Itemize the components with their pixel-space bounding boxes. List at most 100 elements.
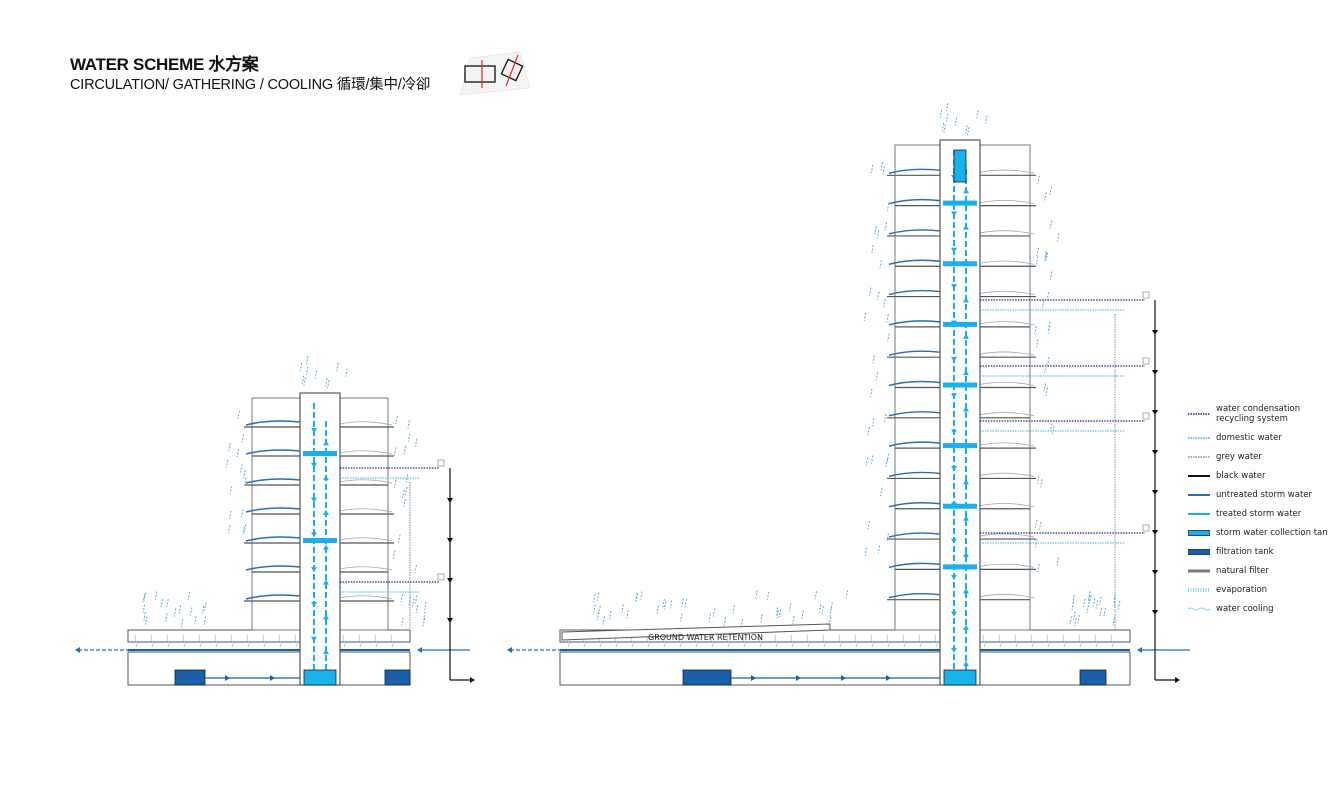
rain-drop (422, 617, 426, 627)
legend-item: water condensation recycling system (1188, 400, 1333, 428)
water-cooling-wave (1078, 634, 1082, 648)
rain-drop (877, 291, 880, 300)
flow-arrow (963, 188, 969, 194)
rain-drop (1045, 387, 1048, 396)
legend-item: black water (1188, 466, 1333, 485)
rain-drop (941, 122, 945, 131)
rain-drop (1034, 519, 1038, 528)
rain-drop (1041, 300, 1045, 309)
rain-drop (143, 612, 146, 621)
rain-drop (165, 613, 168, 622)
flow-arrow (951, 247, 957, 253)
flow-arrow (323, 510, 329, 515)
rain-drop (801, 610, 804, 619)
rain-drop (864, 547, 868, 556)
rain-drop (821, 605, 824, 615)
flow-arrow (311, 497, 317, 503)
rain-drop (712, 608, 716, 617)
rain-drop (142, 604, 146, 613)
floor-water-tank (943, 200, 977, 206)
water-cooling-wave (678, 634, 682, 648)
rain-drop (874, 226, 877, 235)
rain-drop (766, 591, 770, 600)
rain-drop (1037, 175, 1040, 184)
water-cooling-wave (150, 634, 154, 648)
floor-curve (979, 442, 1035, 447)
rain-drop (1069, 616, 1072, 625)
rain-drop (405, 486, 408, 496)
rain-drop (229, 486, 232, 495)
storm-water-collector (888, 532, 941, 538)
rain-drop (883, 299, 886, 308)
rain-drop (872, 418, 875, 427)
rain-drop (1092, 598, 1096, 607)
flow-arrow (963, 224, 969, 230)
rain-drop (1077, 614, 1080, 624)
floor-water-tank (943, 443, 977, 449)
rain-drop (1103, 607, 1106, 617)
diagram-title: WATER SCHEME 水方案 (70, 55, 259, 74)
rain-drop (593, 594, 596, 603)
floor-curve (979, 381, 1035, 386)
legend-item: grey water (1188, 447, 1333, 466)
flow-arrow (951, 429, 957, 435)
rain-drop (241, 434, 245, 443)
storm-water-collector (245, 565, 301, 571)
flow-arrow (447, 538, 453, 543)
floor-water-tank (943, 261, 977, 267)
flow-arrow (886, 675, 891, 681)
rain-drop (392, 550, 396, 559)
rain-drop (1073, 611, 1076, 620)
water-cooling-wave (710, 634, 714, 648)
storm-water-collector (245, 449, 301, 455)
toilet-icon (437, 459, 445, 467)
rain-drop (187, 591, 191, 600)
rain-drop (237, 410, 240, 419)
storm-water-collector (888, 259, 941, 265)
rain-drop (1049, 220, 1053, 229)
rain-drop (325, 378, 328, 387)
rain-drop (830, 602, 833, 611)
storm-water-collector (888, 198, 941, 205)
rain-drop (778, 609, 782, 618)
rain-drop (863, 312, 867, 322)
rain-drop (154, 591, 158, 600)
storm-water-collection-tank (303, 669, 337, 686)
rain-drop (414, 565, 417, 574)
floor-curve (339, 421, 393, 426)
rain-drop (880, 161, 883, 171)
floor-curve (979, 412, 1035, 417)
floor-water-tank (943, 564, 977, 570)
ground-water-retention-ramp (561, 623, 831, 641)
water-cooling-wave (742, 634, 746, 648)
rain-drop (1112, 617, 1115, 626)
rain-drop (596, 592, 600, 601)
rain-drop (178, 605, 182, 614)
flow-arrow (963, 333, 969, 339)
legend-swatch (1188, 569, 1210, 572)
rain-drop (845, 590, 848, 599)
rain-drop (301, 375, 305, 384)
legend-swatch (1188, 474, 1210, 477)
water-cooling-wave (694, 634, 698, 648)
rain-drop (1036, 339, 1039, 348)
rain-drop (393, 447, 397, 456)
flow-arrow (951, 284, 957, 290)
swatch-tank (1188, 529, 1210, 536)
flow-arrow (447, 498, 453, 503)
rain-drop (305, 366, 309, 375)
rain-drop (609, 610, 612, 620)
flow-arrow (323, 579, 329, 585)
flow-arrow (225, 675, 230, 681)
rain-drop (1083, 598, 1086, 608)
rain-drop (1044, 365, 1047, 374)
water-cooling-wave (166, 634, 170, 648)
rain-drop (173, 608, 177, 617)
water-cooling-wave (182, 634, 186, 648)
legend-item: domestic water (1188, 428, 1333, 447)
flow-arrow (323, 440, 329, 446)
rain-drop (656, 605, 659, 614)
rain-drop (314, 370, 318, 379)
flow-arrow (417, 647, 422, 653)
rain-drop (160, 598, 163, 607)
